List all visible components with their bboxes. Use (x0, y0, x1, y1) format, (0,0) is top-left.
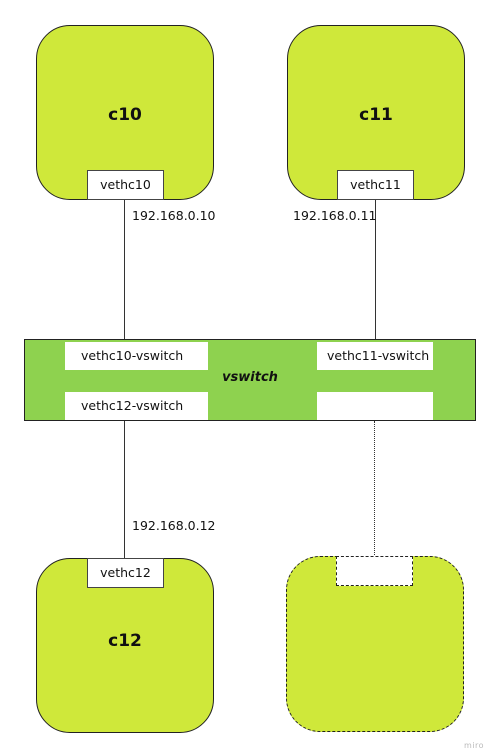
ip-c11: 192.168.0.11 (293, 208, 377, 223)
link-c11-vswitch (375, 200, 376, 339)
ip-c10: 192.168.0.10 (132, 208, 216, 223)
miro-watermark: miro (463, 741, 484, 750)
ip-c12: 192.168.0.12 (132, 518, 216, 533)
container-c11-name: c11 (359, 105, 393, 125)
port-vethc11[interactable]: vethc11 (337, 170, 414, 200)
container-c12-name: c12 (108, 631, 142, 651)
port-placeholder[interactable] (336, 556, 413, 586)
link-c10-vswitch (124, 200, 125, 339)
vswitch-port-vethc10[interactable]: vethc10-vswitch (65, 342, 208, 370)
port-vethc12[interactable]: vethc12 (87, 558, 164, 588)
port-vethc10[interactable]: vethc10 (87, 170, 164, 200)
container-c10-name: c10 (108, 105, 142, 125)
link-c12-vswitch (124, 421, 125, 558)
vswitch-port-vethc11[interactable]: vethc11-vswitch (317, 342, 433, 370)
vswitch[interactable]: vethc10-vswitch vethc11-vswitch vswitch … (24, 339, 476, 421)
link-placeholder-vswitch (374, 421, 375, 557)
vswitch-port-vethc12[interactable]: vethc12-vswitch (65, 392, 208, 420)
vswitch-port-empty[interactable] (317, 392, 433, 420)
vswitch-label: vswitch (222, 370, 278, 385)
